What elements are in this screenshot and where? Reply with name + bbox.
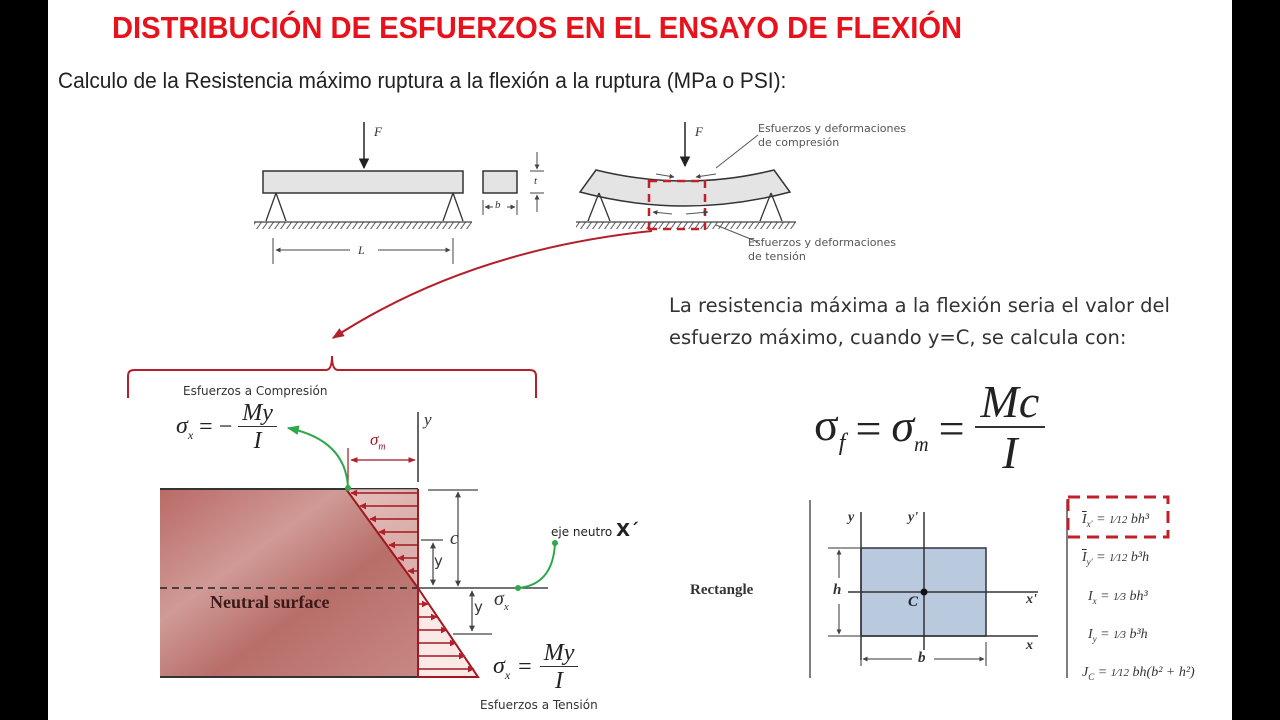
y-axis-label: y <box>424 410 432 429</box>
c-label: c <box>450 528 459 549</box>
highlight-box <box>1066 495 1170 539</box>
sigma-m-label: σm <box>370 430 386 453</box>
green-arrow-neutral-icon <box>517 542 556 589</box>
explanation-text: La resistencia máxima a la flexión seria… <box>669 294 1170 349</box>
slide-title: DISTRIBUCIÓN DE ESFUERZOS EN EL ENSAYO D… <box>112 10 963 45</box>
force-label-bent: F <box>695 124 703 139</box>
bent-beam <box>578 169 792 207</box>
brace-icon <box>127 355 537 398</box>
height-label: h <box>833 582 842 599</box>
axis-y-label: y <box>848 510 855 525</box>
beam-diagram <box>127 122 1170 678</box>
y-label-lower: y <box>474 598 483 616</box>
compression-note: Esfuerzos y deformaciones de compresión <box>758 122 906 149</box>
main-formula: σf = σm = Mc I <box>814 378 1046 478</box>
formula-jc: JC = 1⁄12 bh(b² + h²) <box>1082 665 1195 682</box>
formula-ix: Ix = 1⁄3 bh³ <box>1088 588 1148 606</box>
tension-label: Esfuerzos a Tensión <box>480 698 598 712</box>
formula-iy: Iy = 1⁄3 b³h <box>1088 626 1148 644</box>
slide-subtitle: Calculo de la Resistencia máximo ruptura… <box>58 68 787 93</box>
green-arrow-icon <box>286 425 349 489</box>
base-label: b <box>918 650 926 667</box>
compression-label: Esfuerzos a Compresión <box>183 384 328 398</box>
y-label-upper: y <box>434 552 443 570</box>
rectangle-label: Rectangle <box>690 582 754 598</box>
axis-x-prime-label: x' <box>1026 592 1037 607</box>
formula-ix-prime: Ix' = 1⁄12 bh³ <box>1082 512 1150 529</box>
inertia-formula-list: Ix' = 1⁄12 bh³ Iy' = 1⁄12 b³h Ix = 1⁄3 b… <box>1080 503 1195 694</box>
thickness-label: t <box>534 175 538 187</box>
sigma-x-label: σx <box>494 588 509 613</box>
pointer-arrow-icon <box>331 230 653 339</box>
straight-beam <box>262 170 464 194</box>
force-label: F <box>374 124 382 139</box>
tension-formula: σx = My I <box>493 640 579 695</box>
tension-note: Esfuerzos y deformaciones de tensión <box>748 236 896 263</box>
width-label: b <box>495 199 501 211</box>
neutral-surface-label: Neutral surface <box>210 592 330 612</box>
slide: DISTRIBUCIÓN DE ESFUERZOS EN EL ENSAYO D… <box>48 0 1232 720</box>
formula-iy-prime: Iy' = 1⁄12 b³h <box>1082 550 1150 568</box>
axis-y-prime-label: y' <box>908 510 919 525</box>
compression-formula: σx = − My I <box>176 400 277 455</box>
centroid-label: C <box>908 594 919 610</box>
neutral-axis-label: eje neutro X´ <box>551 520 639 541</box>
length-label: L <box>358 243 365 257</box>
axis-x-label: x <box>1026 638 1033 653</box>
